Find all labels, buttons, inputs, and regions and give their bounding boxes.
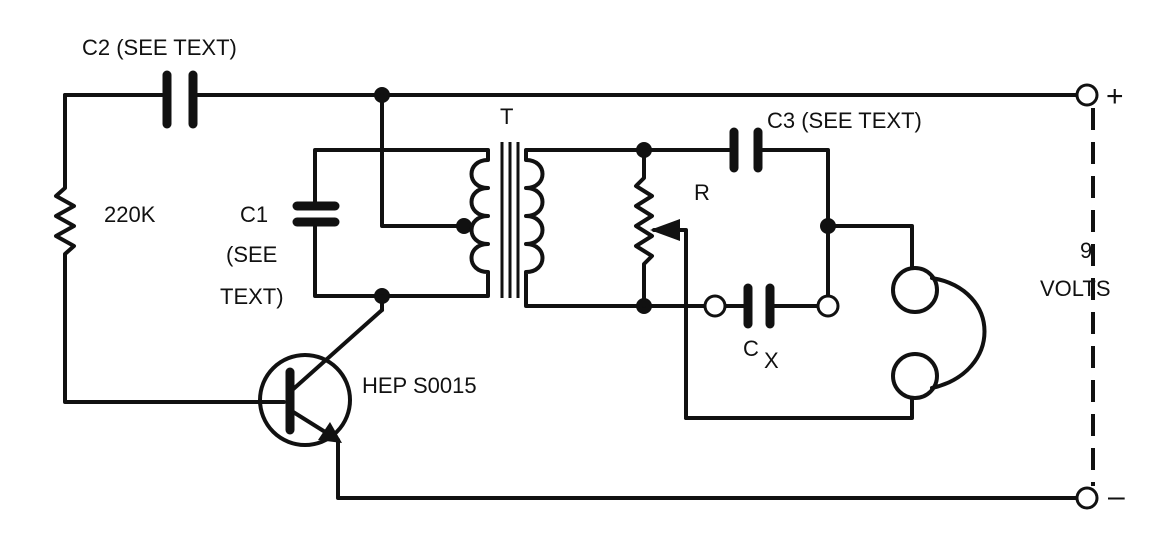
label-transformer: T [500, 104, 513, 129]
terminal-minus[interactable] [1075, 486, 1099, 510]
label-c1: C1 [240, 202, 268, 227]
label-resistor-220k: 220K [104, 202, 156, 227]
label-minus: – [1108, 480, 1125, 513]
label-cx-subscript: X [764, 348, 779, 373]
capacitor-c3 [729, 127, 830, 228]
transformer-t [469, 142, 545, 302]
label-c2: C2 (SEE TEXT) [82, 35, 237, 60]
junction-center-tap [456, 218, 472, 234]
cx-terminal-left[interactable] [703, 294, 727, 318]
potentiometer-r [634, 148, 688, 420]
label-c3: C3 (SEE TEXT) [767, 108, 922, 133]
label-cx: C [743, 336, 759, 361]
label-voltage-value: 9 [1080, 238, 1092, 263]
label-c1-note-line1: (SEE [226, 242, 277, 267]
label-transistor: HEP S0015 [362, 373, 477, 398]
cx-terminal-right[interactable] [816, 294, 840, 318]
label-pot-r: R [694, 180, 710, 205]
primary-loop [292, 148, 476, 298]
top-rail [63, 93, 1080, 182]
label-voltage-unit: VOLTS [1040, 276, 1111, 301]
wire-center-tap [380, 93, 466, 228]
capacitor-cx [723, 224, 830, 329]
capacitor-c2 [162, 70, 198, 129]
resistor-220k [54, 178, 286, 404]
headphones [684, 224, 987, 420]
label-plus: + [1106, 80, 1124, 113]
terminal-plus[interactable] [1075, 83, 1099, 107]
transistor-hep-s0015 [258, 294, 1080, 500]
label-c1-note-line2: TEXT) [220, 284, 284, 309]
wire-secondary-bottom [524, 298, 707, 308]
